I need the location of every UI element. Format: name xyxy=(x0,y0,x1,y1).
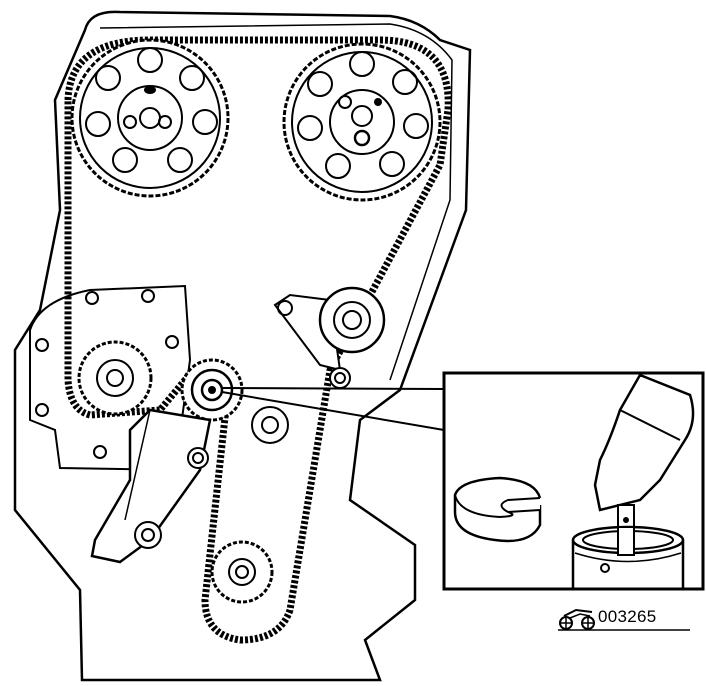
right-camshaft-pulley xyxy=(282,42,442,202)
detail-inset xyxy=(442,371,705,591)
tensioner-pulley xyxy=(180,358,244,422)
callout-line-lower xyxy=(221,391,445,431)
reference-code: 003265 xyxy=(598,607,657,626)
locking-washer xyxy=(453,476,542,543)
car-crash-icon xyxy=(559,608,595,630)
engine-block-inner-outline xyxy=(99,23,453,381)
tensioner-bolt xyxy=(251,406,289,444)
tensioner-arm xyxy=(90,408,212,564)
tensioner-cylinder xyxy=(571,525,685,590)
left-camshaft-pulley xyxy=(70,38,230,198)
crankshaft-sprocket xyxy=(210,540,274,604)
idler-pulley xyxy=(273,286,386,389)
water-pump-sprocket xyxy=(77,340,153,416)
callout-line-upper xyxy=(221,387,445,390)
